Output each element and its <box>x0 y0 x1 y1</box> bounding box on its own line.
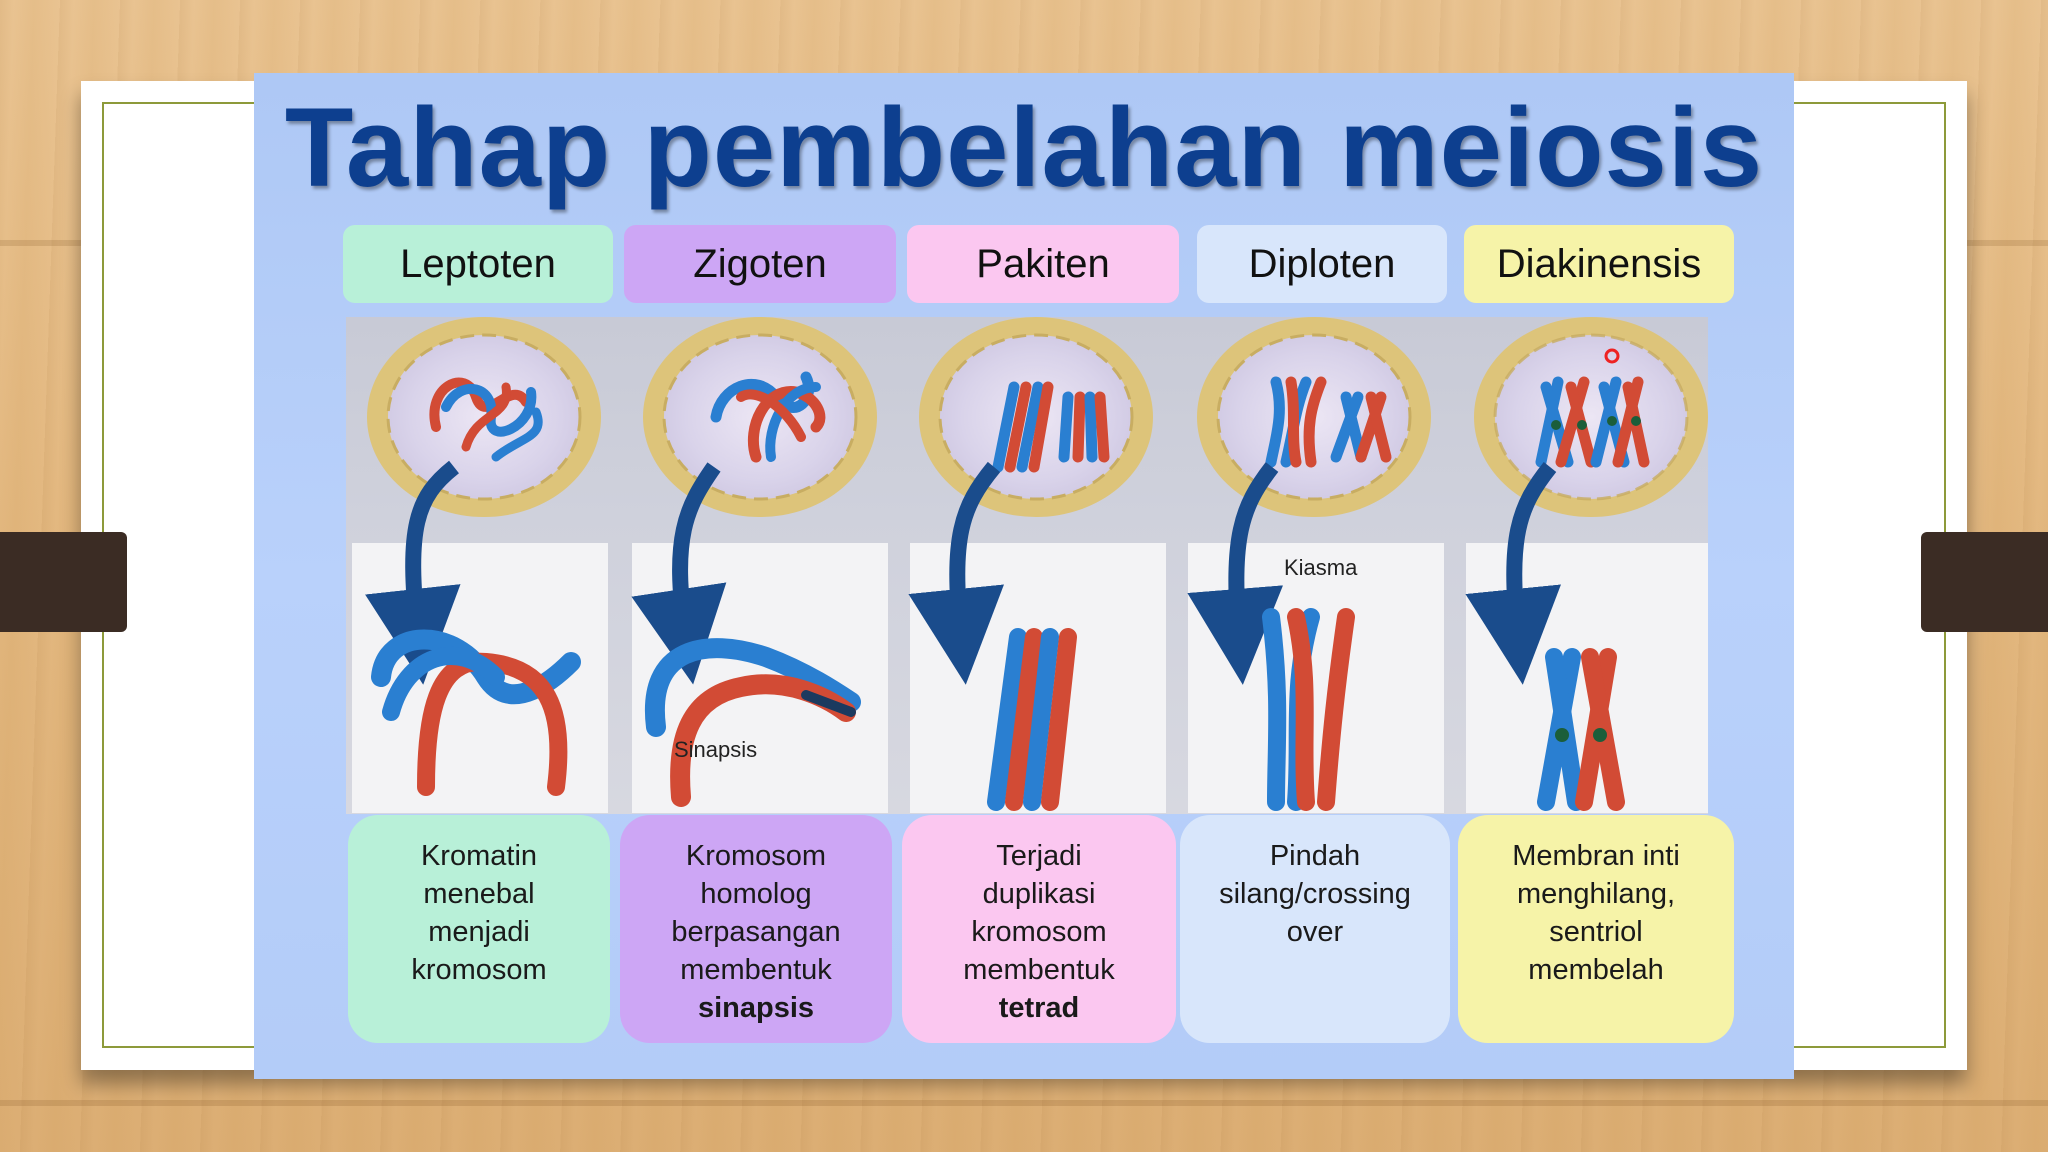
page-title: Tahap pembelahan meiosis <box>284 85 1764 210</box>
cursor-dot-icon <box>1604 348 1620 364</box>
desc-diakinensis-line: sentriol <box>1549 916 1643 948</box>
meiosis-illustration: Sinapsis <box>352 317 1708 813</box>
desc-leptoten-line: kromosom <box>411 954 547 986</box>
zoom-arrow-pakiten <box>908 461 1004 685</box>
stage-label-zigoten: Zigoten <box>624 225 896 303</box>
cell-leptoten <box>367 317 601 517</box>
cell-pakiten <box>919 317 1153 517</box>
zoom-arrow-diakinensis <box>1465 462 1561 685</box>
desc-diploten-line: over <box>1286 916 1344 948</box>
desc-leptoten-line: Kromatin <box>420 840 538 872</box>
meiosis-panel: Tahap pembelahan meiosis Leptoten Zigote… <box>254 73 1794 1079</box>
desc-pakiten-line: kromosom <box>971 916 1107 948</box>
stage-label-diploten: Diploten <box>1197 225 1447 303</box>
desc-pakiten-bold: tetrad <box>998 992 1080 1024</box>
desc-zigoten-bold: sinapsis <box>697 992 815 1024</box>
desc-diakinensis: Membran inti menghilang, sentriol membel… <box>1458 815 1734 1043</box>
binder-tab-left <box>0 532 127 632</box>
desc-diploten-line: silang/crossing <box>1219 878 1411 910</box>
zoom-box-diploten <box>1188 543 1444 813</box>
desc-pakiten-line: Terjadi <box>996 840 1082 872</box>
desc-diakinensis-line: membelah <box>1528 954 1664 986</box>
desc-diakinensis-line: menghilang, <box>1517 878 1675 910</box>
zoom-arrow-leptoten <box>365 460 461 685</box>
desc-diploten-line: Pindah <box>1269 840 1361 872</box>
zoom-chromosome-diakinensis <box>1537 648 1625 811</box>
illustration-area: Sinapsis <box>346 317 1708 814</box>
stage-label-leptoten: Leptoten <box>343 225 613 303</box>
desc-leptoten: Kromatin menebal menjadi kromosom <box>348 815 610 1043</box>
zoom-chromosome-diploten <box>1262 608 1355 811</box>
desc-leptoten-line: menjadi <box>428 916 530 948</box>
zoom-chromosome-zigoten <box>644 638 861 807</box>
cell-diakinensis <box>1474 317 1708 517</box>
desc-zigoten-line: homolog <box>700 878 812 910</box>
desc-pakiten-line: duplikasi <box>982 878 1096 910</box>
zoom-chromosome-leptoten <box>371 629 581 796</box>
desc-zigoten-line: membentuk <box>680 954 832 986</box>
cell-zigoten <box>643 317 877 517</box>
stage-label-diakinensis: Diakinensis <box>1464 225 1734 303</box>
desc-pakiten-line: membentuk <box>963 954 1115 986</box>
zoom-chromosome-pakiten <box>987 628 1077 811</box>
annotation-sinapsis: Sinapsis <box>674 737 757 762</box>
annotation-kiasma: Kiasma <box>1284 555 1358 580</box>
desc-zigoten-line: berpasangan <box>671 916 841 948</box>
cell-diploten <box>1197 317 1431 517</box>
zoom-arrow-diploten <box>1187 462 1284 685</box>
desc-zigoten-line: Kromosom <box>685 840 827 872</box>
zoom-arrow-zigoten <box>631 462 727 685</box>
desc-diploten: Pindah silang/crossing over <box>1180 815 1450 1043</box>
desc-pakiten: Terjadi duplikasi kromosom membentuk tet… <box>902 815 1176 1043</box>
desc-zigoten: Kromosom homolog berpasangan membentuk s… <box>620 815 892 1043</box>
stage-label-pakiten: Pakiten <box>907 225 1179 303</box>
desc-diakinensis-line: Membran inti <box>1512 840 1680 872</box>
binder-tab-right <box>1921 532 2048 632</box>
desc-leptoten-line: menebal <box>423 878 535 910</box>
